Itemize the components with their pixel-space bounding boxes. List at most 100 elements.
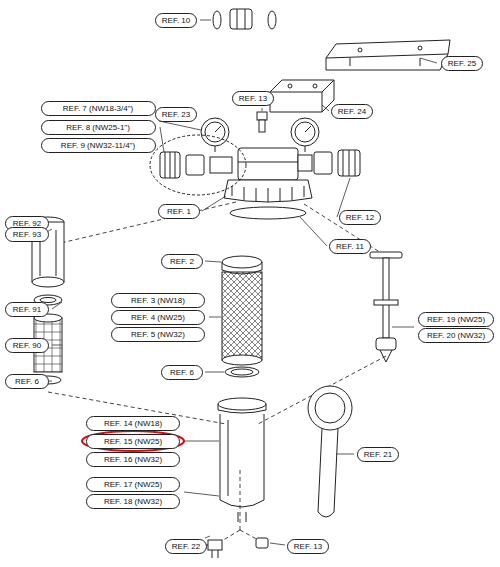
callout-label: REF. 9 (NW32-11/4") [61,140,135,151]
callout-label: REF. 1 [167,206,191,217]
bowl-wrench [308,386,352,517]
vent-screw [257,112,267,120]
connector-set [210,157,232,173]
callout-label: REF. 16 (NW32) [104,454,162,465]
callout-label: REF. 18 (NW32) [104,496,162,507]
callout-label: REF. 90 [13,340,41,351]
connector-set [150,135,246,195]
callout-tag: REF. 22 [165,539,207,554]
callout-tag: REF. 21 [357,447,399,462]
center-rod [376,338,396,350]
callout-tag: REF. 15 (NW25) [86,434,180,449]
callout-tag: REF. 14 (NW18) [86,416,180,431]
leader-line [52,302,62,309]
assembly-line [215,470,262,545]
callout-tag: REF. 18 (NW32) [86,494,180,509]
callout-label: REF. 19 (NW25) [427,314,485,325]
center-rod [380,350,392,362]
wall-bracket [326,54,448,70]
leader-line [205,372,224,373]
highlight-ring [82,431,184,451]
callout-tag: REF. 12 [339,210,381,225]
callout-label: REF. 91 [13,304,41,315]
head-bracket [270,80,334,92]
connector-set [150,135,246,195]
assembly-line [48,202,236,246]
callout-label: REF. 6 [15,376,39,387]
callout-tag: REF. 3 (NW18) [111,293,205,308]
cartridge-cap [222,256,262,268]
bowl-wrench [308,386,352,430]
callout-label: REF. 5 (NW32) [131,329,185,340]
callout-label: REF. 13 [239,93,267,104]
filter-head [224,148,360,202]
callout-tag: REF. 13 [232,91,274,106]
callout-tag: REF. 24 [331,104,373,119]
callout-label: REF. 14 (NW18) [104,418,162,429]
leader-line [262,108,263,111]
callout-label: REF. 93 [13,229,41,240]
callout-tag: REF. 8 (NW25-1") [41,120,156,135]
vent-screw [259,120,265,132]
callout-tag: REF. 25 [441,56,483,71]
filter-head [338,150,360,176]
filter-head [224,180,312,202]
callout-label: REF. 12 [346,212,374,223]
leader-line [52,345,62,346]
leader-line [205,261,221,262]
callout-tag: REF. 16 (NW32) [86,452,180,467]
callout-tag: REF. 6 [5,374,49,389]
seal-ring [231,369,253,375]
connector-set [165,152,175,178]
filter-head [232,186,304,202]
callout-label: REF. 11 [336,241,364,252]
vent-screw [257,112,267,132]
assembly-line [48,202,386,545]
callout-label: REF. 10 [162,15,190,26]
leader-line [202,196,226,211]
callout-label: REF. 23 [162,109,190,120]
callout-label: REF. 13 [294,541,322,552]
callout-tag: REF. 17 (NW25) [86,477,180,492]
connector-set [160,152,180,178]
wall-bracket [326,40,450,58]
callout-label: REF. 6 [170,367,194,378]
pressure-gauge [305,126,311,152]
cartridge-kit [32,277,64,287]
callout-tag: REF. 6 [161,365,203,380]
callout-tag: REF. 2 [161,254,203,269]
filter-head [314,152,332,174]
leader-line [184,492,219,496]
leader-line [392,327,414,328]
callout-tag: REF. 20 (NW32) [418,328,494,343]
o-ring [230,207,306,219]
callout-tag: REF. 11 [329,239,371,254]
filter-bowl [218,404,266,413]
filter-bowl [218,398,266,522]
leader-line [159,121,201,130]
drain-valve [208,540,222,550]
nut-part [213,11,221,29]
center-rod [374,300,398,305]
center-rod [383,258,389,338]
callout-label: REF. 24 [338,106,366,117]
center-rod [370,252,402,258]
callout-tag: REF. 1 [158,204,200,219]
callout-label: REF. 25 [448,58,476,69]
filter-bowl [220,414,264,507]
center-rod [370,252,402,362]
filter-cartridge [222,272,262,360]
wall-bracket [358,48,362,52]
wall-bracket [350,58,420,66]
filter-bowl [228,420,229,496]
filter-cartridge [222,272,262,365]
head-bracket [288,84,292,88]
callout-label: REF. 21 [364,449,392,460]
leader-line [32,20,437,545]
callout-tag: REF. 90 [5,338,49,353]
nut-part [230,9,252,29]
leader-line [209,317,221,318]
filter-bowl [238,512,246,522]
